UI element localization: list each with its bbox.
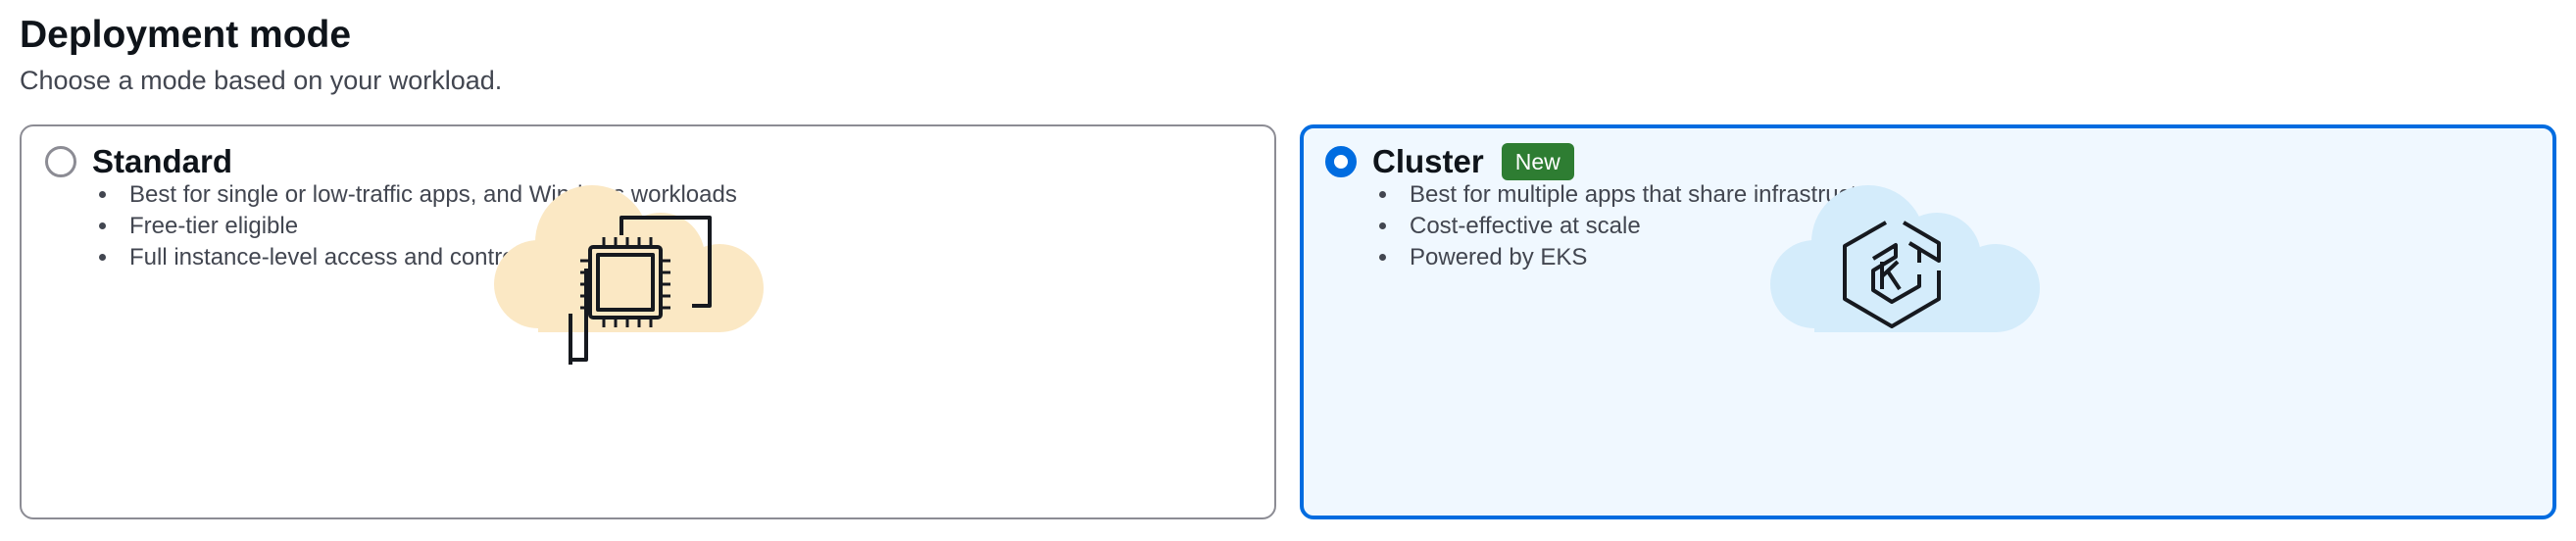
cluster-option-title: Cluster New [1372,140,1574,183]
cluster-option-card[interactable]: Cluster New Best for multiple apps that … [1300,124,2556,519]
list-item: Free-tier eligible [120,211,737,242]
cluster-title-label: Cluster [1372,143,1484,179]
section-title: Deployment mode [20,14,352,56]
standard-title-label: Standard [92,143,233,179]
list-item: Cost-effective at scale [1400,211,1891,242]
kubernetes-hexagon [1843,221,1941,328]
list-item: Best for single or low-traffic apps, and… [120,179,737,211]
standard-option-title: Standard [92,140,232,183]
standard-feature-list: Best for single or low-traffic apps, and… [100,179,737,273]
standard-radio-button[interactable] [45,146,76,177]
cloud-chip-icon [494,185,764,365]
cluster-radio-button[interactable] [1325,146,1357,177]
cloud-shape [1770,185,2040,332]
chip-outline [569,216,712,365]
list-item: Powered by EKS [1400,242,1891,273]
cluster-feature-list: Best for multiple apps that share infras… [1380,179,1891,273]
cloud-shape [494,185,764,332]
new-badge: New [1501,143,1574,180]
section-description: Choose a mode based on your workload. [20,66,503,95]
standard-option-card[interactable]: Standard Best for single or low-traffic … [20,124,1276,519]
list-item: Full instance-level access and control [120,242,737,273]
cloud-kubernetes-icon [1770,185,2040,332]
list-item: Best for multiple apps that share infras… [1400,179,1891,211]
